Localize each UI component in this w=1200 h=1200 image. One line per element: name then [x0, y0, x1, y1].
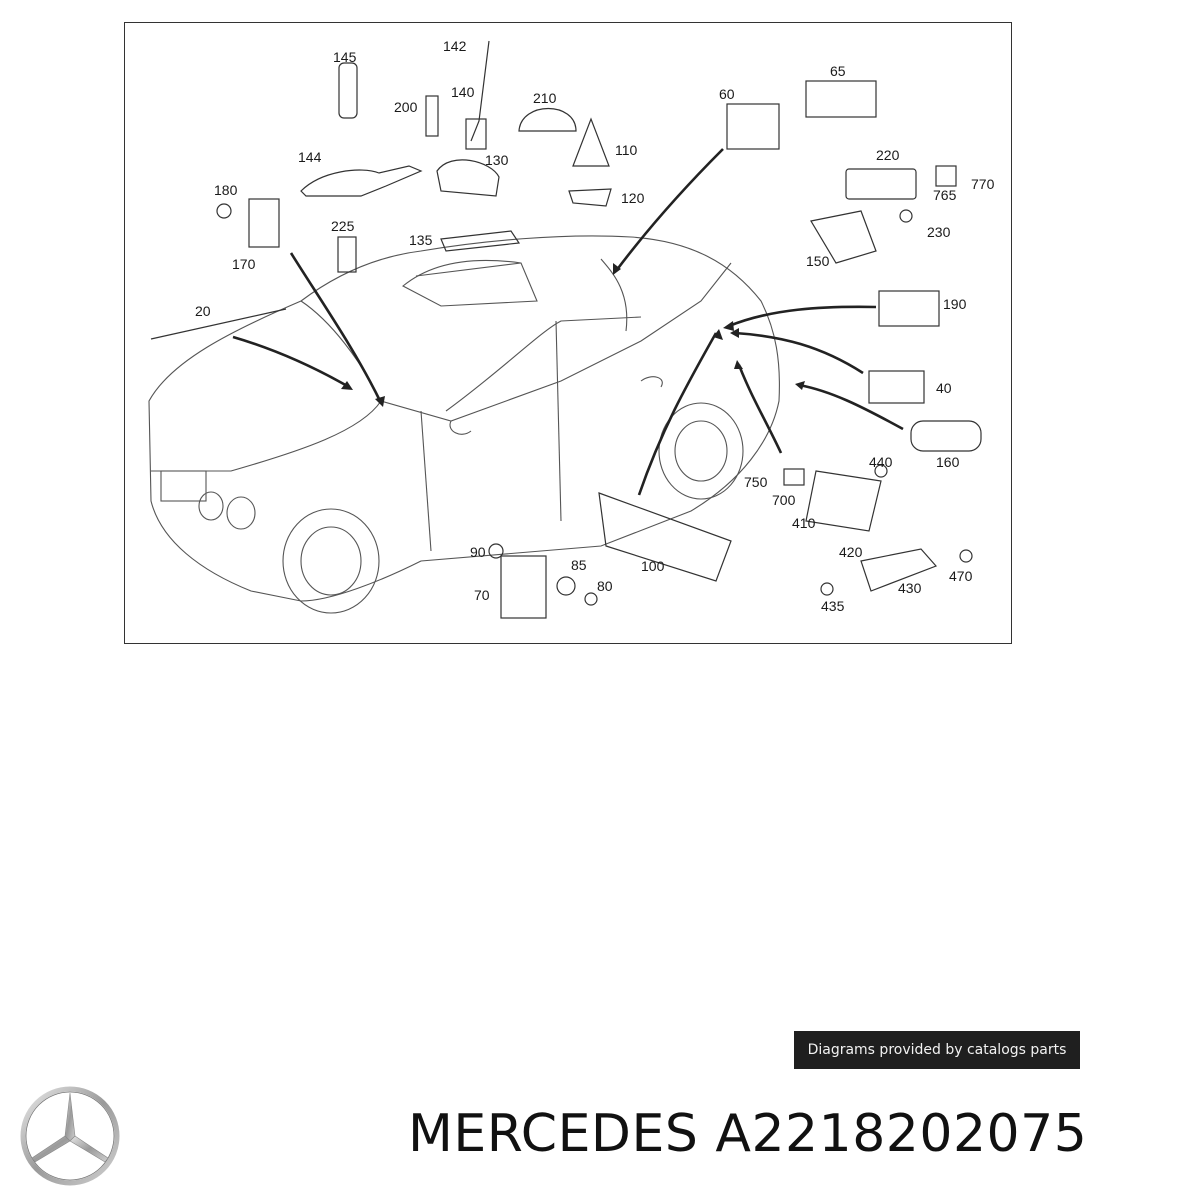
callout-180: 180: [214, 182, 238, 198]
callout-110: 110: [615, 142, 638, 158]
callout-200: 200: [394, 99, 418, 115]
leader-arrows: [232, 148, 904, 496]
callout-170: 170: [232, 256, 256, 272]
callout-140: 140: [451, 84, 475, 100]
callout-750: 750: [744, 474, 768, 490]
callout-225: 225: [331, 218, 355, 234]
callout-150: 150: [806, 253, 830, 269]
parts-diagram: 142 145 140 210 200 60 65 144 130 110 22…: [124, 22, 1012, 644]
callout-440: 440: [869, 454, 893, 470]
callout-770: 770: [971, 176, 995, 192]
callout-135: 135: [409, 232, 433, 248]
part-number: A2218202075: [715, 1104, 1088, 1164]
callout-435: 435: [821, 598, 845, 614]
callout-144: 144: [298, 149, 322, 165]
credit-banner: Diagrams provided by catalogs parts: [794, 1031, 1080, 1069]
callout-700: 700: [772, 492, 796, 508]
callout-420: 420: [839, 544, 863, 560]
callout-60: 60: [719, 86, 735, 102]
mercedes-star-icon: [19, 1085, 121, 1187]
diagram-lower-background: [124, 644, 1081, 1069]
callout-65: 65: [830, 63, 846, 79]
callout-80: 80: [597, 578, 613, 594]
callout-470: 470: [949, 568, 973, 584]
callout-145: 145: [333, 49, 357, 65]
callout-85: 85: [571, 557, 587, 573]
brand-name: MERCEDES: [408, 1104, 699, 1164]
part-title: MERCEDES A2218202075: [408, 1104, 1087, 1164]
callout-90: 90: [470, 544, 486, 560]
callout-130: 130: [485, 152, 509, 168]
credit-banner-text: Diagrams provided by catalogs parts: [807, 1042, 1067, 1058]
callout-765: 765: [933, 187, 957, 203]
arrow-heads: [341, 263, 805, 407]
callout-labels: 142 145 140 210 200 60 65 144 130 110 22…: [195, 38, 995, 614]
car-body-outline: [148, 235, 780, 614]
callout-160: 160: [936, 454, 960, 470]
callout-100: 100: [641, 558, 665, 574]
callout-142: 142: [443, 38, 467, 54]
callout-210: 210: [533, 90, 557, 106]
callout-410: 410: [792, 515, 816, 531]
callout-190: 190: [943, 296, 967, 312]
callout-220: 220: [876, 147, 900, 163]
callout-20: 20: [195, 303, 211, 319]
callout-40: 40: [936, 380, 952, 396]
callout-70: 70: [474, 587, 490, 603]
callout-230: 230: [927, 224, 951, 240]
callout-430: 430: [898, 580, 922, 596]
callout-120: 120: [621, 190, 645, 206]
component-part-sketches: [150, 40, 982, 619]
